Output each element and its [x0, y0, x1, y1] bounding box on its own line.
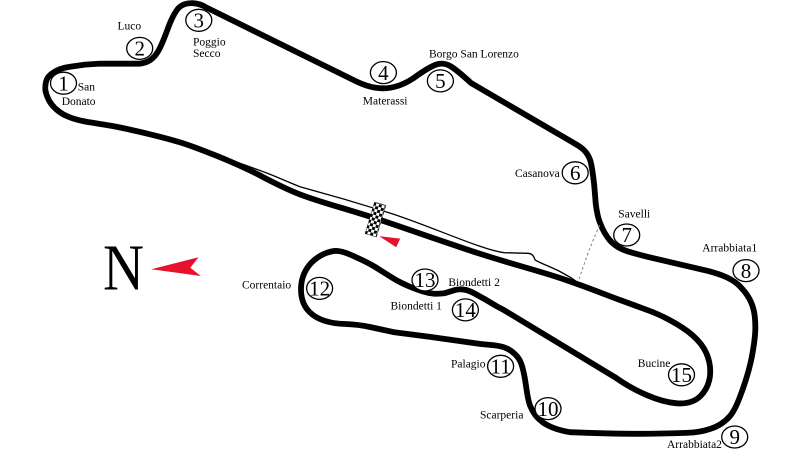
svg-text:12: 12 — [309, 277, 330, 301]
svg-text:8: 8 — [741, 259, 752, 283]
svg-text:Donato: Donato — [62, 96, 96, 108]
svg-text:Poggio: Poggio — [193, 37, 226, 49]
svg-text:11: 11 — [490, 355, 510, 379]
svg-text:N: N — [103, 232, 144, 305]
svg-text:Arrabbiata2: Arrabbiata2 — [667, 439, 722, 450]
svg-text:Savelli: Savelli — [618, 208, 650, 220]
svg-text:San: San — [78, 81, 96, 93]
svg-text:Luco: Luco — [118, 21, 142, 33]
svg-text:3: 3 — [194, 9, 205, 33]
svg-text:Bucine: Bucine — [638, 358, 671, 370]
svg-text:4: 4 — [378, 61, 389, 85]
svg-text:10: 10 — [538, 397, 559, 421]
svg-text:13: 13 — [415, 268, 436, 292]
svg-text:9: 9 — [729, 425, 740, 449]
svg-text:Borgo San Lorenzo: Borgo San Lorenzo — [429, 49, 519, 61]
svg-text:5: 5 — [435, 69, 446, 93]
svg-text:Secco: Secco — [193, 48, 221, 60]
svg-text:Materassi: Materassi — [363, 95, 408, 107]
svg-text:Scarperia: Scarperia — [480, 409, 523, 421]
svg-text:Arrabbiata1: Arrabbiata1 — [702, 243, 757, 255]
svg-text:2: 2 — [134, 37, 145, 61]
svg-text:7: 7 — [621, 223, 632, 247]
svg-text:6: 6 — [570, 161, 581, 185]
svg-text:Palagio: Palagio — [451, 359, 486, 371]
svg-text:15: 15 — [671, 363, 692, 387]
svg-text:Biondetti 2: Biondetti 2 — [448, 277, 500, 289]
svg-text:14: 14 — [455, 298, 477, 322]
svg-text:Correntaio: Correntaio — [242, 279, 291, 291]
svg-text:Casanova: Casanova — [515, 168, 560, 180]
svg-text:Biondetti 1: Biondetti 1 — [391, 300, 443, 312]
svg-text:1: 1 — [58, 71, 69, 95]
